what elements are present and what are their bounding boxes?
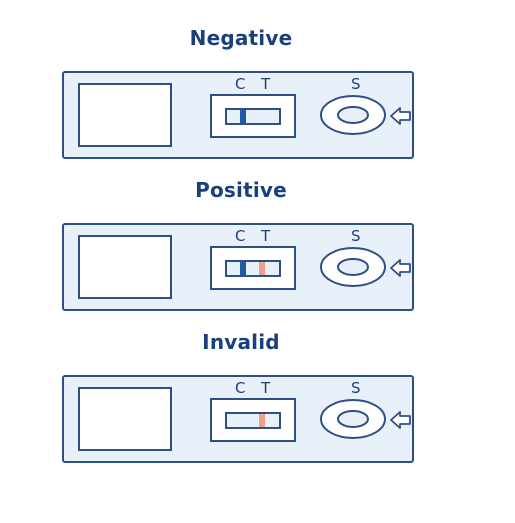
result-strip bbox=[225, 108, 281, 125]
sample-marking: S bbox=[351, 379, 361, 397]
control-marking: C bbox=[235, 75, 246, 93]
test-cassette-invalid: C T S bbox=[62, 375, 414, 463]
test-line bbox=[259, 414, 265, 427]
test-marking: T bbox=[261, 75, 271, 93]
arrow-left-icon bbox=[390, 107, 412, 125]
label-window bbox=[78, 83, 172, 147]
test-marking: T bbox=[261, 227, 271, 245]
sample-marking: S bbox=[351, 75, 361, 93]
result-strip bbox=[225, 260, 281, 277]
result-window bbox=[210, 246, 296, 290]
control-marking: C bbox=[235, 227, 246, 245]
test-cassette-positive: C T S bbox=[62, 223, 414, 311]
test-line bbox=[259, 262, 265, 275]
sample-well-icon bbox=[319, 94, 387, 136]
test-cassette-negative: C T S bbox=[62, 71, 414, 159]
panel-title-negative: Negative bbox=[189, 26, 293, 50]
result-window bbox=[210, 398, 296, 442]
panel-title-invalid: Invalid bbox=[202, 330, 280, 354]
control-line bbox=[240, 110, 246, 123]
sample-well-icon bbox=[319, 398, 387, 440]
result-window bbox=[210, 94, 296, 138]
sample-well-icon bbox=[319, 246, 387, 288]
arrow-left-icon bbox=[390, 411, 412, 429]
result-strip bbox=[225, 412, 281, 429]
label-window bbox=[78, 387, 172, 451]
sample-marking: S bbox=[351, 227, 361, 245]
arrow-left-icon bbox=[390, 259, 412, 277]
label-window bbox=[78, 235, 172, 299]
control-marking: C bbox=[235, 379, 246, 397]
control-line bbox=[240, 262, 246, 275]
panel-title-positive: Positive bbox=[195, 178, 287, 202]
test-marking: T bbox=[261, 379, 271, 397]
